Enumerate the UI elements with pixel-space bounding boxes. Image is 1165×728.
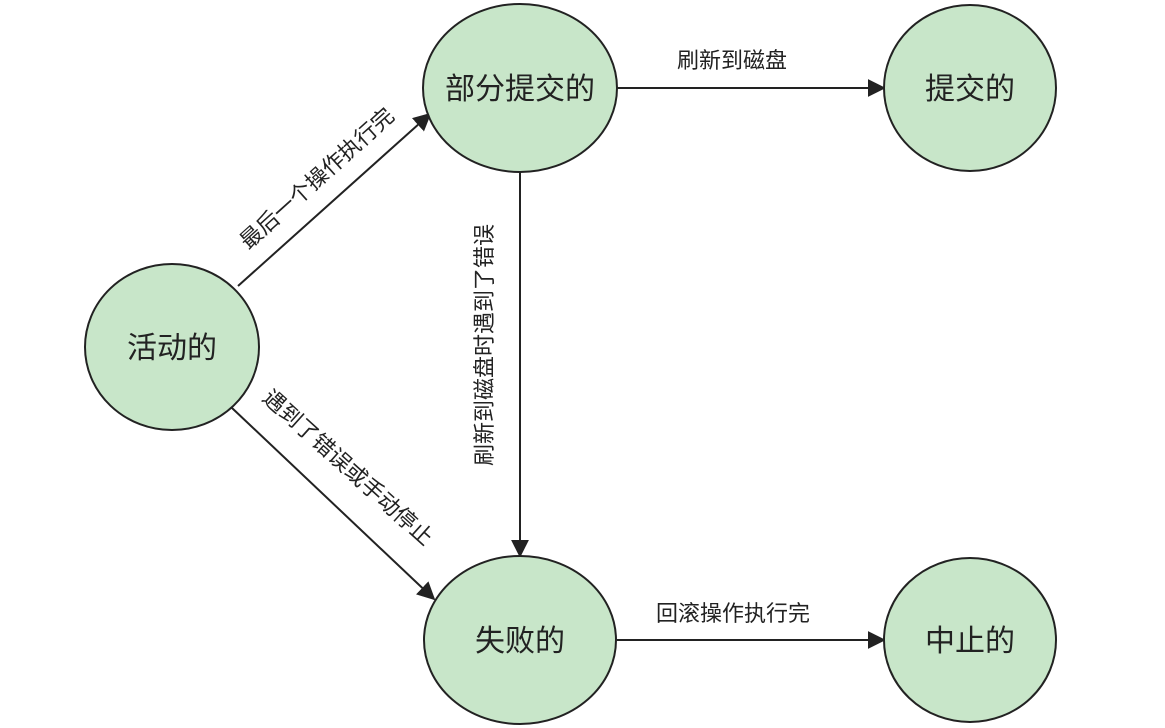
- node-aborted-label: 中止的: [925, 624, 1015, 659]
- node-partially-committed: 部分提交的: [422, 3, 618, 173]
- label-partial-to-failed: 刷新到磁盘时遇到了错误: [473, 224, 498, 466]
- node-failed-label: 失败的: [475, 624, 565, 659]
- edge-active-to-partial: [237, 112, 432, 287]
- node-active: 活动的: [84, 263, 260, 431]
- label-partial-to-committed: 刷新到磁盘: [677, 49, 787, 74]
- node-committed-label: 提交的: [925, 72, 1015, 107]
- node-failed: 失败的: [423, 555, 617, 725]
- node-aborted: 中止的: [883, 557, 1057, 723]
- node-committed: 提交的: [883, 4, 1057, 172]
- edge-active-to-failed: [231, 407, 436, 601]
- label-failed-to-aborted: 回滚操作执行完: [656, 602, 810, 627]
- edges: [231, 79, 886, 649]
- node-partially-committed-label: 部分提交的: [445, 72, 595, 107]
- label-active-to-failed: 遇到了错误或手动停止: [257, 385, 437, 551]
- label-active-to-partial: 最后一个操作执行完: [236, 104, 400, 255]
- node-active-label: 活动的: [127, 331, 217, 366]
